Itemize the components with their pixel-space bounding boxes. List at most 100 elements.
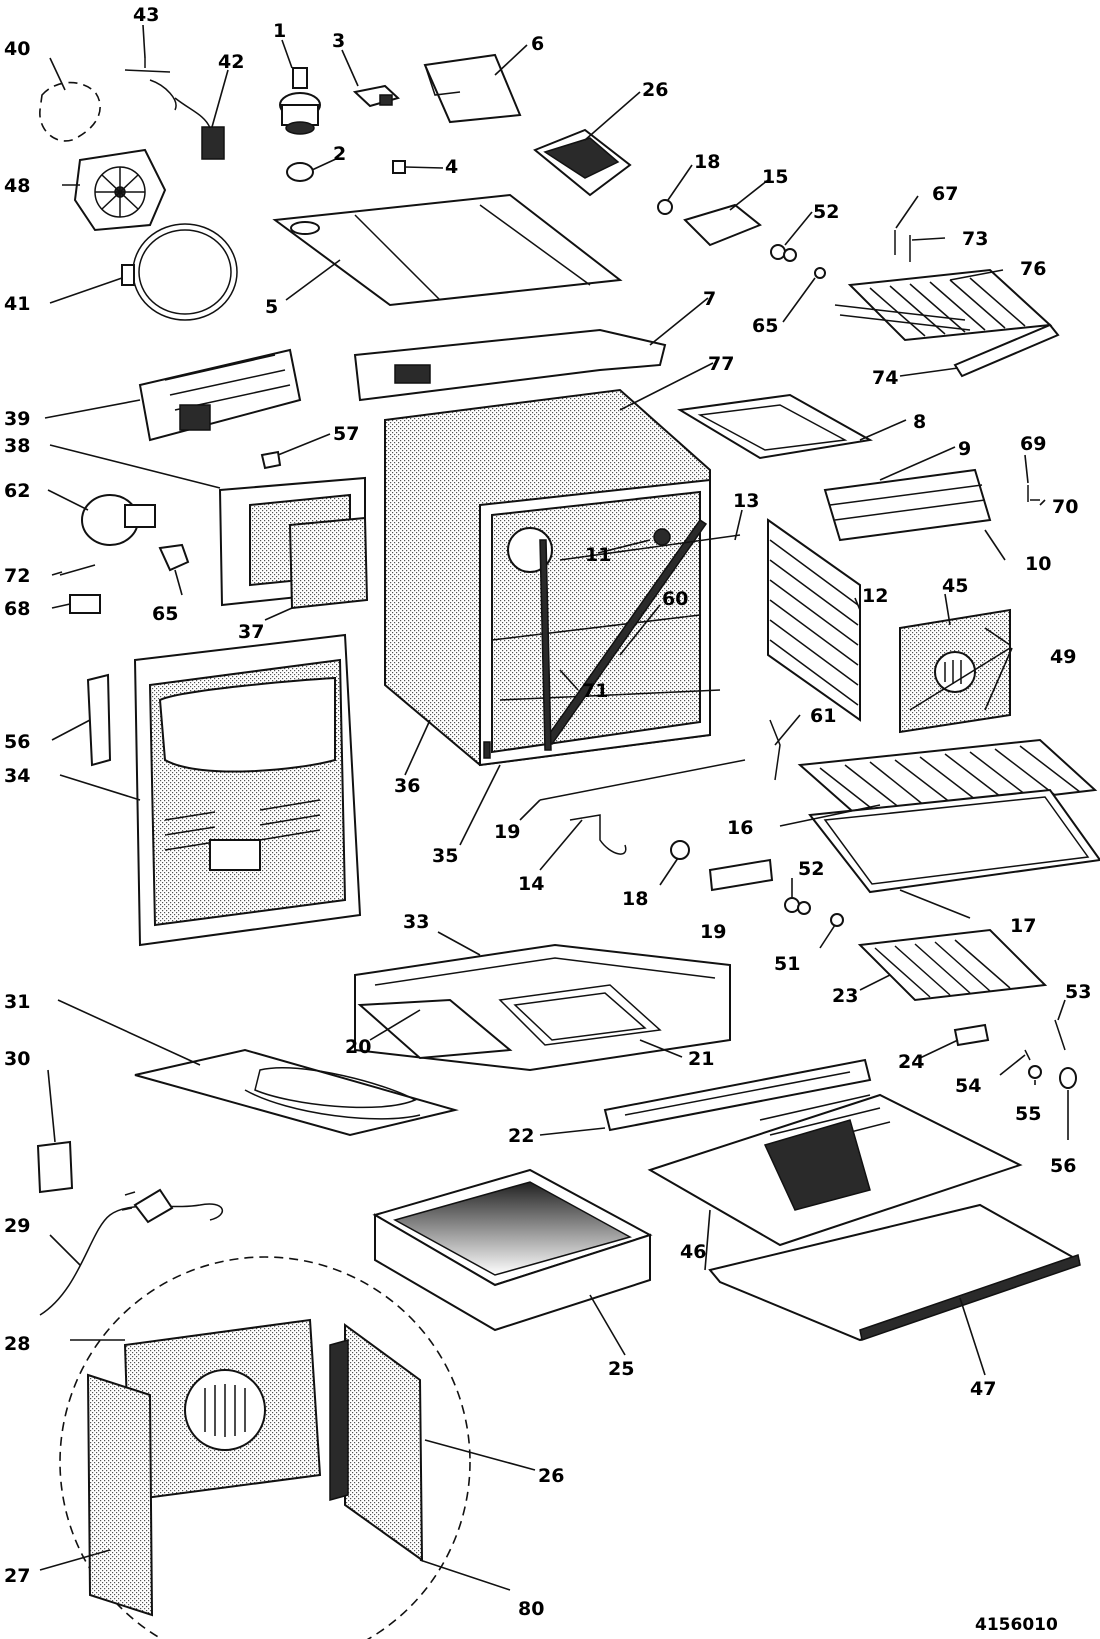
callout-1: 1 bbox=[273, 20, 286, 42]
part-22 bbox=[603, 1058, 872, 1132]
callout-5: 5 bbox=[265, 296, 278, 318]
callout-3: 3 bbox=[332, 30, 345, 52]
door-frame-part-35 bbox=[479, 505, 491, 765]
callout-69: 69 bbox=[1020, 433, 1046, 455]
callout-65-left: 65 bbox=[152, 603, 178, 625]
part-15 bbox=[683, 203, 762, 247]
callout-56-left: 56 bbox=[4, 731, 30, 753]
shelf-guide-part-9-10 bbox=[823, 468, 992, 542]
part-52-mid bbox=[784, 897, 811, 915]
callout-55: 55 bbox=[1015, 1103, 1041, 1125]
callout-20: 20 bbox=[345, 1036, 371, 1058]
callout-8: 8 bbox=[913, 411, 926, 433]
part-65-top bbox=[814, 267, 826, 279]
knob-part-2 bbox=[286, 162, 314, 182]
callout-6: 6 bbox=[531, 33, 544, 55]
part-19 bbox=[708, 858, 774, 892]
callout-31: 31 bbox=[4, 991, 30, 1013]
callout-4: 4 bbox=[445, 156, 458, 178]
inset-detail bbox=[59, 1256, 471, 1639]
lower-element-part-31 bbox=[134, 1048, 459, 1137]
callout-19-top: 19 bbox=[494, 821, 520, 843]
callout-21: 21 bbox=[688, 1048, 714, 1070]
callout-25: 25 bbox=[608, 1358, 634, 1380]
callout-26-top: 26 bbox=[642, 79, 668, 101]
drawer-panel-part-47 bbox=[708, 1203, 1081, 1342]
callout-13: 13 bbox=[733, 490, 759, 512]
part-18-top bbox=[657, 199, 673, 215]
callout-28: 28 bbox=[4, 1333, 30, 1355]
callout-15-top: 15 bbox=[762, 166, 788, 188]
callout-46: 46 bbox=[680, 1241, 706, 1263]
part-53-54-55 bbox=[1024, 1019, 1077, 1089]
callout-62: 62 bbox=[4, 480, 30, 502]
callout-41: 41 bbox=[4, 293, 30, 315]
part-46 bbox=[647, 1093, 1023, 1247]
part-51 bbox=[830, 913, 844, 927]
power-cord-part-29 bbox=[39, 1188, 223, 1316]
callout-42: 42 bbox=[218, 51, 244, 73]
callout-76: 76 bbox=[1020, 258, 1046, 280]
side-panel-part-34 bbox=[133, 633, 362, 947]
callout-9: 9 bbox=[958, 438, 971, 460]
callout-65-top: 65 bbox=[752, 315, 778, 337]
bracket-part-8 bbox=[677, 393, 873, 460]
callout-27: 27 bbox=[4, 1565, 30, 1587]
callout-33: 33 bbox=[403, 911, 429, 933]
callout-37: 37 bbox=[238, 621, 264, 643]
callout-22: 22 bbox=[508, 1125, 534, 1147]
callout-29: 29 bbox=[4, 1215, 30, 1237]
part-52-top bbox=[770, 244, 797, 262]
circular-element-part-41 bbox=[121, 223, 238, 321]
lower-element-part-23 bbox=[857, 928, 1048, 1002]
part-56-left bbox=[86, 673, 112, 767]
part-30 bbox=[36, 1140, 74, 1194]
fan-motor-part-48 bbox=[73, 148, 167, 232]
grill-element-part-76 bbox=[834, 268, 1053, 342]
part-18-mid bbox=[670, 840, 690, 860]
callout-43: 43 bbox=[133, 4, 159, 26]
callout-16: 16 bbox=[727, 817, 753, 839]
callout-19-mid: 19 bbox=[700, 921, 726, 943]
callout-68: 68 bbox=[4, 598, 30, 620]
bracket-part-6 bbox=[423, 53, 522, 124]
callout-40: 40 bbox=[4, 38, 30, 60]
indicator-lamp-part-40 bbox=[39, 81, 101, 142]
callout-45: 45 bbox=[942, 575, 968, 597]
callout-52-top: 52 bbox=[813, 201, 839, 223]
callout-39: 39 bbox=[4, 408, 30, 430]
thermostat-knob-part-1 bbox=[279, 67, 321, 135]
callout-36: 36 bbox=[394, 775, 420, 797]
switch-part-42 bbox=[174, 97, 225, 160]
callout-57: 57 bbox=[333, 423, 359, 445]
callout-47: 47 bbox=[970, 1378, 996, 1400]
callout-60: 60 bbox=[662, 588, 688, 610]
part-20 bbox=[357, 998, 513, 1060]
callout-56-right: 56 bbox=[1050, 1155, 1076, 1177]
baking-tray-part-17 bbox=[808, 788, 1100, 894]
part-67-73 bbox=[894, 230, 911, 262]
right-shelf-support-part-12 bbox=[767, 518, 861, 722]
part-21 bbox=[498, 984, 662, 1046]
callout-70: 70 bbox=[1052, 496, 1078, 518]
callout-18-mid: 18 bbox=[622, 888, 648, 910]
callout-48: 48 bbox=[4, 175, 30, 197]
part-69-70 bbox=[1027, 485, 1040, 502]
drawer-tray-part-25 bbox=[372, 1168, 653, 1332]
callout-74: 74 bbox=[872, 367, 898, 389]
callout-labels: 40 43 1 3 6 42 26 2 4 48 18 15 67 52 73 … bbox=[4, 4, 1091, 1620]
callout-52-mid: 52 bbox=[798, 858, 824, 880]
callout-34: 34 bbox=[4, 765, 30, 787]
part-15-bottom bbox=[539, 759, 746, 801]
element-part-13 bbox=[539, 534, 741, 751]
callout-30: 30 bbox=[4, 1048, 30, 1070]
callout-54: 54 bbox=[955, 1075, 981, 1097]
callout-18-top: 18 bbox=[694, 151, 720, 173]
callout-71: 71 bbox=[582, 680, 608, 702]
switch-part-3 bbox=[352, 84, 400, 108]
callout-2: 2 bbox=[333, 143, 346, 165]
callout-12: 12 bbox=[862, 585, 888, 607]
callout-77: 77 bbox=[708, 353, 734, 375]
leader-lines bbox=[39, 24, 1069, 1591]
